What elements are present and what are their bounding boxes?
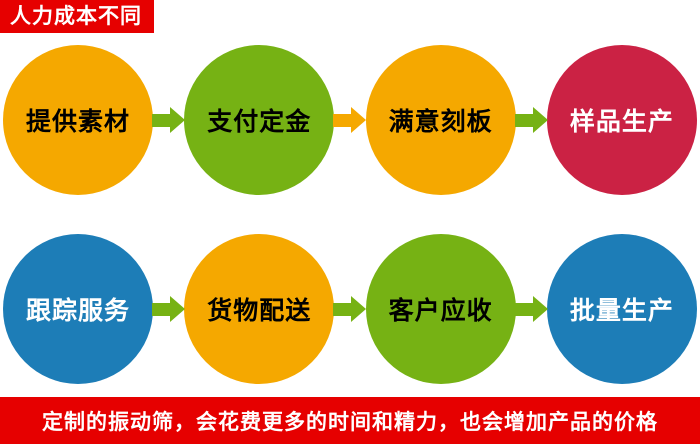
arrow-right-icon — [152, 107, 186, 133]
arrow-body — [514, 302, 533, 316]
step-label: 批量生产 — [569, 297, 674, 325]
step-label: 客户应收 — [388, 297, 493, 325]
arrow-right-icon — [152, 296, 186, 322]
arrow-right-icon — [333, 107, 367, 133]
arrow-right-icon — [514, 296, 548, 322]
step-label: 跟踪服务 — [25, 297, 130, 325]
step-circle-provide-material: 提供素材 — [3, 45, 153, 195]
arrow-body — [514, 113, 533, 127]
step-circle-approve-plate: 满意刻板 — [365, 45, 516, 195]
bottom-banner: 定制的振动筛，会花费更多的时间和精力，也会增加产品的价格 — [0, 397, 700, 444]
step-circle-pay-deposit: 支付定金 — [184, 45, 335, 195]
step-circle-sample-production: 样品生产 — [546, 45, 697, 195]
step-circle-track-service: 跟踪服务 — [3, 234, 153, 384]
step-label: 满意刻板 — [388, 108, 493, 136]
step-label: 样品生产 — [569, 108, 674, 136]
step-circle-goods-delivery: 货物配送 — [184, 234, 335, 384]
step-label: 提供素材 — [25, 108, 130, 136]
arrow-head — [351, 296, 367, 322]
bottom-banner-label: 定制的振动筛，会花费更多的时间和精力，也会增加产品的价格 — [42, 410, 658, 434]
step-label: 支付定金 — [207, 108, 312, 136]
flow-row-1: 提供素材 支付定金 满意刻板 样品生产 — [0, 44, 700, 196]
arrow-head — [532, 107, 548, 133]
arrow-head — [351, 107, 367, 133]
step-circle-customer-receipt: 客户应收 — [365, 234, 516, 384]
arrow-body — [152, 113, 171, 127]
step-label: 货物配送 — [207, 297, 312, 325]
top-banner: 人力成本不同 — [0, 0, 154, 33]
top-banner-label: 人力成本不同 — [10, 5, 142, 28]
step-circle-mass-production: 批量生产 — [546, 234, 697, 384]
arrow-body — [152, 302, 171, 316]
arrow-body — [333, 302, 352, 316]
arrow-head — [532, 296, 548, 322]
arrow-head — [170, 296, 186, 322]
arrow-body — [333, 113, 352, 127]
flow-row-2: 跟踪服务 货物配送 客户应收 批量生产 — [0, 233, 700, 385]
arrow-right-icon — [514, 107, 548, 133]
arrow-right-icon — [333, 296, 367, 322]
arrow-head — [170, 107, 186, 133]
